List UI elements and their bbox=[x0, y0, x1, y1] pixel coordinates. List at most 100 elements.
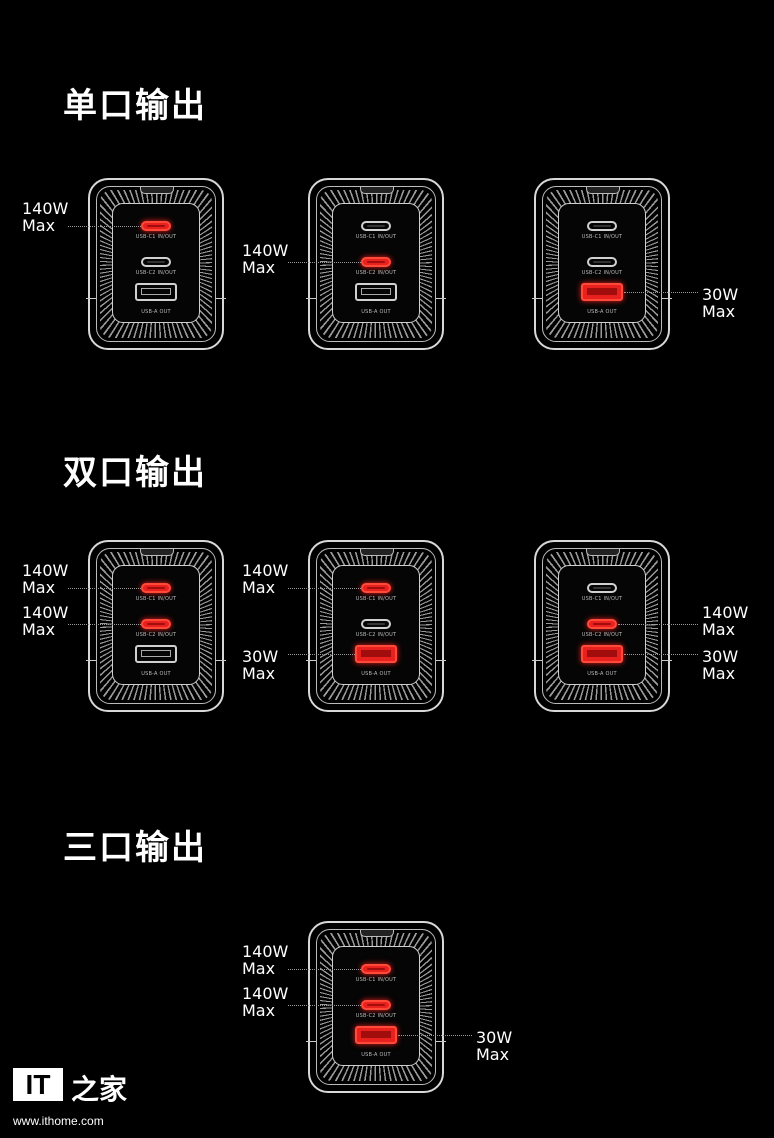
charger-side-line bbox=[532, 660, 542, 661]
charger-body bbox=[88, 178, 224, 350]
charger-side-line bbox=[86, 298, 96, 299]
usb-a-port-active bbox=[355, 1026, 397, 1044]
power-max: Max bbox=[242, 664, 276, 683]
usb-c-port-active bbox=[361, 583, 391, 593]
charger-frame bbox=[542, 548, 662, 704]
usb-a-port bbox=[135, 645, 177, 663]
power-max: Max bbox=[242, 258, 276, 277]
callout-line bbox=[288, 654, 355, 655]
callout-line bbox=[618, 624, 698, 625]
port-label: USB-A OUT bbox=[361, 1052, 391, 1058]
section-title: 双口输出 bbox=[63, 453, 207, 493]
charger-notch bbox=[360, 187, 394, 194]
usb-c-port-active bbox=[141, 221, 171, 231]
callout-line bbox=[398, 1035, 472, 1036]
usb-c-port-active bbox=[361, 257, 391, 267]
power-value: 140W bbox=[22, 561, 69, 580]
port-label: USB-C2 IN/OUT bbox=[135, 270, 177, 276]
charger-notch bbox=[140, 549, 174, 556]
charger-body bbox=[534, 540, 670, 712]
charger-side-line bbox=[216, 298, 226, 299]
power-max: Max bbox=[242, 578, 276, 597]
callout-line bbox=[288, 262, 361, 263]
power-max: Max bbox=[22, 216, 56, 235]
usb-c-port bbox=[141, 257, 171, 267]
callout-line bbox=[68, 588, 141, 589]
logo-cn-text: 之家 bbox=[71, 1073, 128, 1106]
charger-frame bbox=[316, 929, 436, 1085]
usb-a-port-active bbox=[581, 645, 623, 663]
usb-c-port bbox=[587, 257, 617, 267]
power-value: 140W bbox=[22, 603, 69, 622]
power-max: Max bbox=[242, 1001, 276, 1020]
usb-c-port bbox=[587, 583, 617, 593]
charger-notch bbox=[140, 187, 174, 194]
charger-notch bbox=[586, 549, 620, 556]
usb-c-port bbox=[587, 221, 617, 231]
port-label: USB-C1 IN/OUT bbox=[135, 596, 177, 602]
power-value: 140W bbox=[242, 561, 289, 580]
charger-frame bbox=[96, 548, 216, 704]
charger-side-line bbox=[86, 660, 96, 661]
power-max: Max bbox=[22, 578, 56, 597]
power-max: Max bbox=[476, 1045, 510, 1064]
callout-line bbox=[288, 969, 361, 970]
port-label: USB-C2 IN/OUT bbox=[355, 1013, 397, 1019]
port-label: USB-C1 IN/OUT bbox=[355, 234, 397, 240]
port-label: USB-C2 IN/OUT bbox=[581, 632, 623, 638]
port-label: USB-C1 IN/OUT bbox=[355, 977, 397, 983]
usb-c-port-active bbox=[141, 619, 171, 629]
charger-notch bbox=[360, 549, 394, 556]
power-value: 30W bbox=[702, 647, 739, 666]
charger-body bbox=[308, 921, 444, 1093]
charger-notch bbox=[360, 930, 394, 937]
power-value: 140W bbox=[22, 199, 69, 218]
power-max: Max bbox=[702, 620, 736, 639]
charger-side-line bbox=[306, 298, 316, 299]
port-panel bbox=[558, 203, 646, 323]
callout-line bbox=[68, 624, 141, 625]
usb-c-port-active bbox=[141, 583, 171, 593]
callout-line bbox=[68, 226, 141, 227]
port-label: USB-A OUT bbox=[587, 671, 617, 677]
port-label: USB-A OUT bbox=[141, 309, 171, 315]
usb-c-port-active bbox=[361, 1000, 391, 1010]
port-label: USB-C2 IN/OUT bbox=[581, 270, 623, 276]
port-label: USB-C1 IN/OUT bbox=[581, 596, 623, 602]
usb-c-port-active bbox=[361, 964, 391, 974]
port-label: USB-A OUT bbox=[361, 309, 391, 315]
usb-a-port-active bbox=[355, 645, 397, 663]
power-value: 30W bbox=[242, 647, 279, 666]
port-label: USB-C2 IN/OUT bbox=[355, 270, 397, 276]
power-max: Max bbox=[242, 959, 276, 978]
charger-side-line bbox=[216, 660, 226, 661]
power-value: 140W bbox=[242, 984, 289, 1003]
power-max: Max bbox=[702, 302, 736, 321]
logo-it-box: IT bbox=[13, 1068, 63, 1101]
callout-line bbox=[288, 1005, 361, 1006]
charger-frame bbox=[96, 186, 216, 342]
port-label: USB-A OUT bbox=[361, 671, 391, 677]
charger-side-line bbox=[436, 298, 446, 299]
charger-side-line bbox=[436, 1041, 446, 1042]
usb-c-port bbox=[361, 619, 391, 629]
port-label: USB-C1 IN/OUT bbox=[581, 234, 623, 240]
power-value: 30W bbox=[476, 1028, 513, 1047]
